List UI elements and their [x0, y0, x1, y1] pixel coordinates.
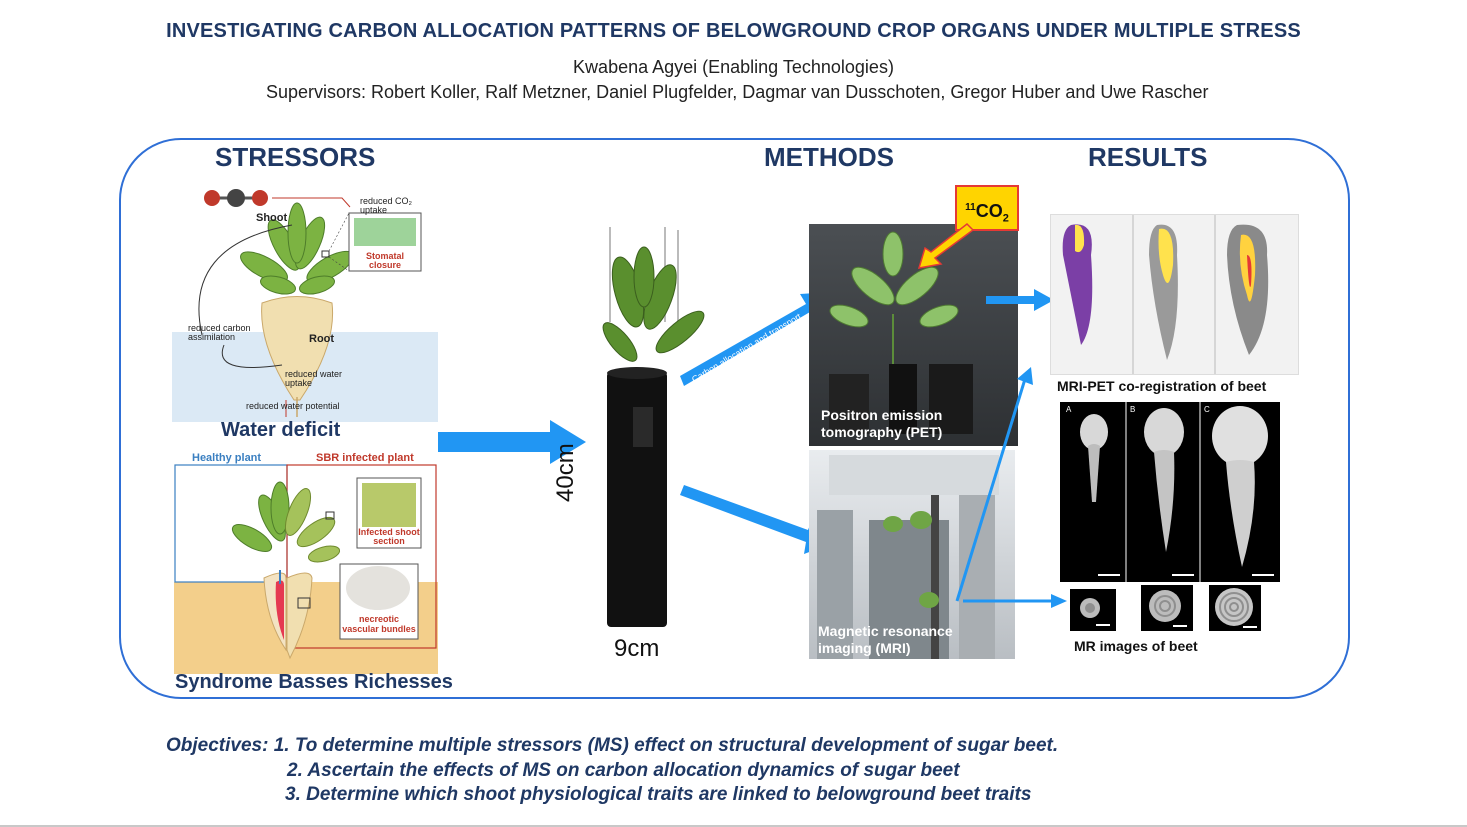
- tracer-arrow: [917, 223, 975, 269]
- mr-panel: A B C: [1060, 402, 1280, 582]
- pot-height-label: 40cm: [552, 443, 579, 502]
- methods-heading: METHODS: [764, 142, 894, 172]
- water-potential-label: reduced water potential: [246, 401, 340, 411]
- stomatal-closure-label: Stomatal: [365, 251, 404, 261]
- bottom-rule: [0, 825, 1467, 827]
- objective-1: Objectives: 1. To determine multiple str…: [166, 735, 1059, 756]
- pet-photo: [809, 224, 1018, 446]
- water-deficit-label: Water deficit: [221, 419, 341, 441]
- water-deficit-illustration: Shoot Root reduced CO₂ uptake Stomatal c…: [172, 185, 438, 425]
- stressors-heading: STRESSORS: [215, 142, 376, 172]
- panel-c-label: C: [1204, 405, 1210, 414]
- tracer-box: 11CO2: [955, 185, 1019, 231]
- sbr-leaves: [231, 481, 290, 552]
- mri-photo: [809, 450, 1015, 659]
- carbon-assimilation-label-2: assimilation: [188, 332, 236, 342]
- carbon-assimilation-label: reduced carbon: [188, 323, 251, 333]
- supervisors: Supervisors: Robert Koller, Ralf Metzner…: [266, 82, 1209, 102]
- tracer-subscript: 2: [1002, 212, 1009, 225]
- panel-a-label: A: [1066, 405, 1072, 414]
- tracer-superscript: 11: [965, 202, 976, 213]
- healthy-plant-label: Healthy plant: [192, 452, 262, 464]
- co2-arrow: [272, 197, 351, 208]
- sbr-illustration: Healthy plant SBR infected plant Infecte…: [174, 450, 438, 674]
- infected-shoot-label: Infected shoot: [358, 527, 420, 537]
- necrotic-label-2: vascular bundles: [342, 624, 416, 634]
- coreg-panel: [1050, 214, 1299, 375]
- arrow-to-mri: [680, 485, 836, 554]
- sbr-drawing: [174, 464, 438, 674]
- mri-results-arrows: [955, 367, 1067, 608]
- pet-caption: Positron emission: [821, 407, 943, 423]
- reduced-co2-label-2: uptake: [360, 205, 388, 215]
- main-arrow: [438, 420, 586, 464]
- infected-box: [286, 464, 437, 649]
- pet-results-arrow: [986, 289, 1054, 311]
- root-label: Root: [309, 333, 335, 345]
- beet-leaves: [240, 202, 354, 295]
- pot-width-label: 9cm: [614, 635, 660, 662]
- co2-molecule-icon: [204, 189, 268, 207]
- mr-slice-3: [1209, 585, 1261, 631]
- shoot-label: Shoot: [256, 212, 288, 224]
- mr-caption: MR images of beet: [1074, 638, 1198, 654]
- arrow-to-pet: [680, 292, 832, 386]
- coreg-caption: MRI-PET co-registration of beet: [1057, 378, 1267, 394]
- results-heading: RESULTS: [1088, 142, 1208, 172]
- necrotic-label: necreotic: [358, 614, 400, 624]
- tracer-main: CO: [975, 201, 1003, 221]
- stomatal-closure-label-2: closure: [368, 260, 401, 270]
- mr-slice-1: [1070, 589, 1116, 631]
- objective-3: 3. Determine which shoot physiological t…: [285, 784, 1032, 805]
- mri-caption: Magnetic resonance: [818, 623, 953, 639]
- beet-root: [261, 296, 334, 401]
- panel-b-label: B: [1130, 405, 1136, 414]
- water-uptake-label-2: uptake: [285, 378, 313, 388]
- infected-shoot-label-2: section: [373, 536, 405, 546]
- water-uptake-label: reduced water: [285, 369, 343, 379]
- objective-2: 2. Ascertain the effects of MS on carbon…: [287, 760, 960, 781]
- water-deficit-drawing: [172, 189, 438, 422]
- author: Kwabena Agyei (Enabling Technologies): [573, 57, 894, 77]
- feedback-arrow: [198, 224, 293, 336]
- poster-title: INVESTIGATING CARBON ALLOCATION PATTERNS…: [166, 20, 1301, 42]
- infected-plant-label: SBR infected plant: [316, 452, 414, 464]
- pot-photo: [602, 227, 705, 627]
- reduced-co2-label: reduced CO₂: [360, 196, 413, 206]
- sbr-label: Syndrome Basses Richesses: [175, 671, 453, 693]
- mr-slice-2: [1141, 585, 1193, 631]
- content-frame: [119, 138, 1350, 699]
- method-arrows: [680, 292, 836, 554]
- mri-caption-2: imaging (MRI): [818, 640, 911, 656]
- pet-caption-2: tomography (PET): [821, 424, 943, 440]
